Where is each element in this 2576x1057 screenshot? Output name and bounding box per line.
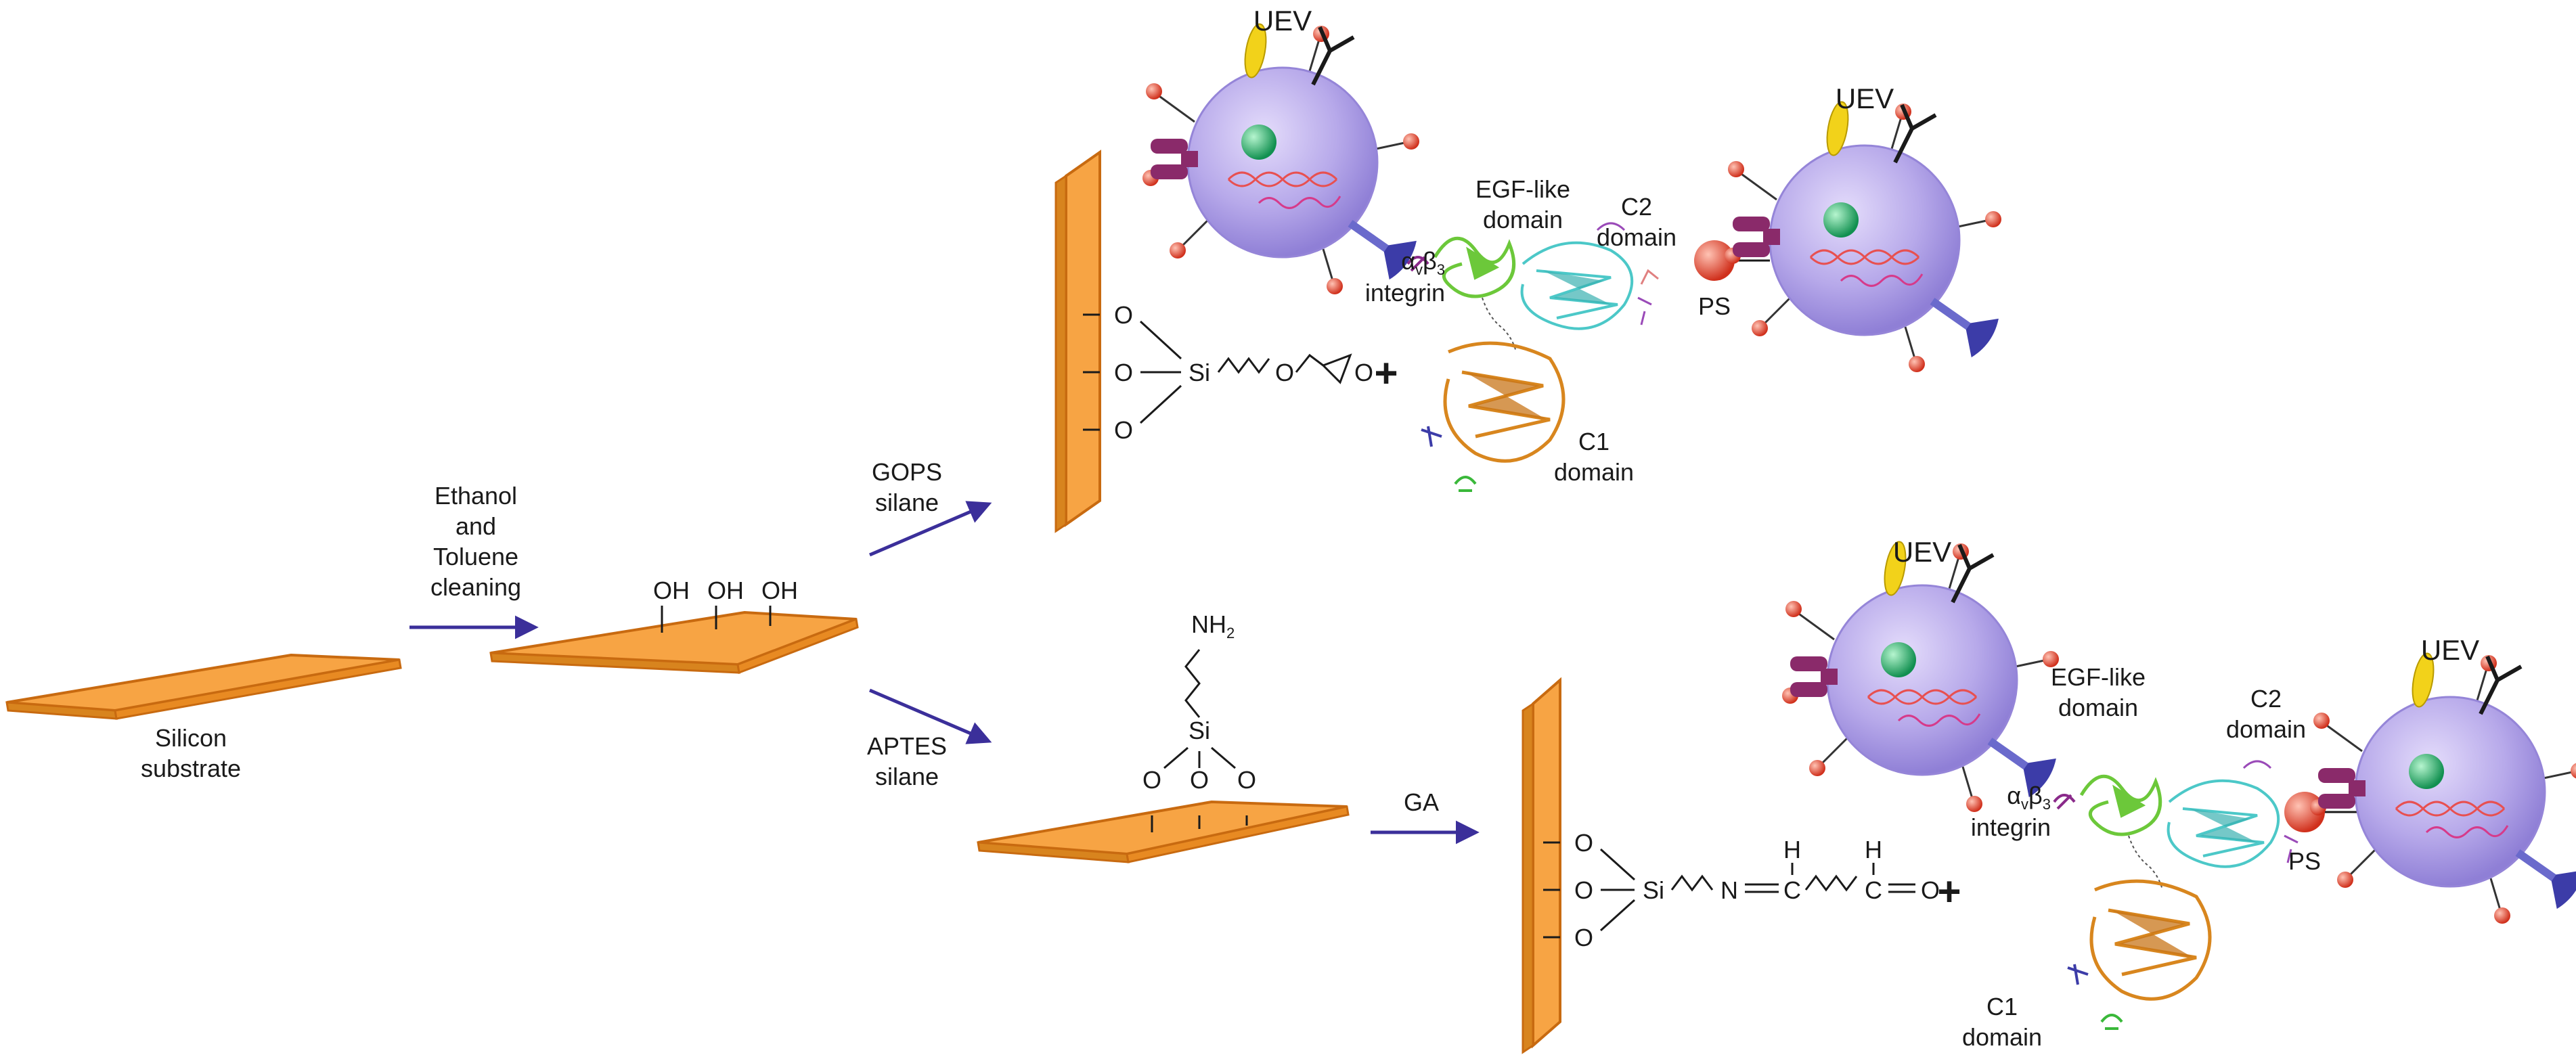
gops-arrow xyxy=(869,501,992,557)
gops-oxygen-3: O xyxy=(1114,416,1133,444)
egf-label-bottom-line2: domain xyxy=(2058,694,2138,721)
egf-label-top-line1: EGF-like xyxy=(1475,175,1570,203)
imine-carbon: C xyxy=(1783,876,1801,904)
aptes-oxygen-3: O xyxy=(1237,766,1256,794)
amine-group: NH2 xyxy=(1191,610,1235,642)
uev-top-right xyxy=(1725,100,2003,372)
aptes-oxygen-1: O xyxy=(1142,766,1161,794)
amine-nh: NH xyxy=(1191,610,1226,638)
ga-oxygen-1: O xyxy=(1574,829,1593,857)
integrin-label-top-line2: integrin xyxy=(1365,279,1445,307)
hydroxylated-substrate xyxy=(489,606,859,675)
aptes-substrate xyxy=(977,649,1350,863)
gops-ether-oxygen: O xyxy=(1275,359,1294,386)
uev-bottom-right xyxy=(2310,652,2576,924)
hydroxyl-1: OH xyxy=(653,577,690,604)
integrin-beta-bottom: β xyxy=(2028,782,2043,809)
gops-oxygen-1: O xyxy=(1114,301,1133,329)
gops-silicon: Si xyxy=(1189,359,1210,386)
gops-label-line1: GOPS xyxy=(872,458,942,486)
plus-sign-top: + xyxy=(1374,351,1398,396)
ps-label-bottom: PS xyxy=(2288,847,2321,875)
ga-label: GA xyxy=(1404,788,1439,816)
uev-label-top-left: UEV xyxy=(1253,5,1312,37)
aptes-label-line2: silane xyxy=(875,763,939,790)
imine-nitrogen: N xyxy=(1720,876,1738,904)
hydroxyl-2: OH xyxy=(707,577,744,604)
ps-label-top: PS xyxy=(1698,292,1731,320)
c2-label-bottom-line2: domain xyxy=(2226,715,2306,743)
integrin-3-top: 3 xyxy=(1437,261,1445,278)
ga-silicon: Si xyxy=(1643,876,1664,904)
uev-bottom-left xyxy=(1782,540,2060,812)
c2-label-bottom-line1: C2 xyxy=(2250,685,2282,713)
aldehyde-hydrogen: H xyxy=(1865,836,1882,863)
silicon-label-line2: substrate xyxy=(141,755,241,782)
aldehyde-carbon: C xyxy=(1865,876,1882,904)
aptes-silicon: Si xyxy=(1189,717,1210,744)
silicon-substrate xyxy=(5,653,402,720)
uev-label-bottom-right: UEV xyxy=(2421,634,2479,666)
cleaning-label-line3: Toluene xyxy=(433,543,518,570)
integrin-alpha-top: α xyxy=(1401,247,1415,275)
gops-label-line2: silane xyxy=(875,489,939,516)
cleaning-label-line4: cleaning xyxy=(430,573,521,601)
integrin-label-bottom-line1: αvβ3 xyxy=(2007,782,2051,813)
imine-hydrogen: H xyxy=(1783,836,1801,863)
cleaning-label-line1: Ethanol xyxy=(435,482,517,510)
ga-substrate xyxy=(1522,677,1915,1054)
c1-label-bottom-line1: C1 xyxy=(1986,993,2018,1020)
integrin-3-bottom: 3 xyxy=(2043,796,2051,813)
c1-label-top-line2: domain xyxy=(1554,458,1634,486)
c2-label-top-line2: domain xyxy=(1597,223,1676,251)
integrin-alpha-bottom: α xyxy=(2007,782,2021,809)
c1-label-bottom-line2: domain xyxy=(1962,1023,2042,1051)
integrin-v-top: v xyxy=(1415,261,1423,278)
egf-label-bottom-line1: EGF-like xyxy=(2051,663,2146,691)
integrin-label-bottom-line2: integrin xyxy=(1971,813,2051,841)
uev-top-left xyxy=(1142,22,1421,294)
aptes-label-line1: APTES xyxy=(867,732,947,760)
gops-substrate xyxy=(1054,150,1352,533)
aldehyde-oxygen: O xyxy=(1921,876,1940,904)
uev-label-top-right: UEV xyxy=(1836,83,1894,114)
plus-sign-bottom: + xyxy=(1937,869,1961,914)
gops-oxygen-2: O xyxy=(1114,359,1133,386)
cleaning-label-line2: and xyxy=(456,512,496,540)
integrin-label-top-line1: αvβ3 xyxy=(1401,247,1445,278)
egf-label-top-line2: domain xyxy=(1483,206,1563,233)
integrin-v-bottom: v xyxy=(2021,796,2028,813)
hydroxyl-3: OH xyxy=(761,577,798,604)
lactadherin-protein-top xyxy=(1408,223,1658,491)
silicon-label-line1: Silicon xyxy=(155,724,227,752)
c1-label-top-line1: C1 xyxy=(1578,428,1609,455)
ga-oxygen-3: O xyxy=(1574,924,1593,951)
amine-subscript: 2 xyxy=(1226,625,1235,642)
c2-label-top-line1: C2 xyxy=(1621,193,1652,221)
ga-oxygen-2: O xyxy=(1574,876,1593,904)
gops-epoxide-oxygen: O xyxy=(1354,359,1373,386)
aptes-arrow xyxy=(869,688,992,744)
uev-label-bottom-left: UEV xyxy=(1893,536,1951,568)
aptes-oxygen-2: O xyxy=(1190,766,1209,794)
lactadherin-protein-bottom xyxy=(2054,761,2305,1029)
integrin-beta-top: β xyxy=(1423,247,1437,275)
